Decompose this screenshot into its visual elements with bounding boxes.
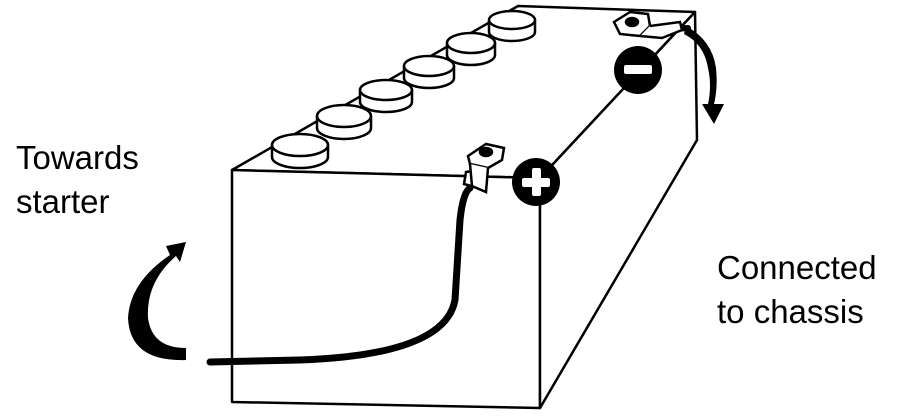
- cell-caps: [270, 9, 537, 170]
- curved-arrow-down-icon: [684, 26, 724, 124]
- connected-to-chassis-line-1: Connected: [717, 249, 877, 286]
- connected-to-chassis-label: Connected to chassis: [717, 246, 877, 334]
- cell-cap: [270, 132, 330, 170]
- cell-cap: [315, 103, 373, 141]
- connected-to-chassis-line-2: to chassis: [717, 293, 864, 330]
- cell-cap: [402, 54, 456, 90]
- towards-starter-line-2: starter: [16, 183, 110, 220]
- negative-terminal: [612, 10, 684, 40]
- plus-circle-icon: [512, 158, 560, 206]
- cell-cap: [487, 9, 537, 43]
- minus-circle-icon: [614, 46, 662, 94]
- positive-terminal: [466, 142, 506, 194]
- towards-starter-line-1: Towards: [16, 139, 139, 176]
- curved-arrow-up-icon: [128, 242, 186, 361]
- towards-starter-label: Towards starter: [16, 136, 139, 224]
- cell-cap: [358, 78, 414, 114]
- cell-cap: [445, 31, 497, 67]
- battery-front-face: [230, 168, 542, 410]
